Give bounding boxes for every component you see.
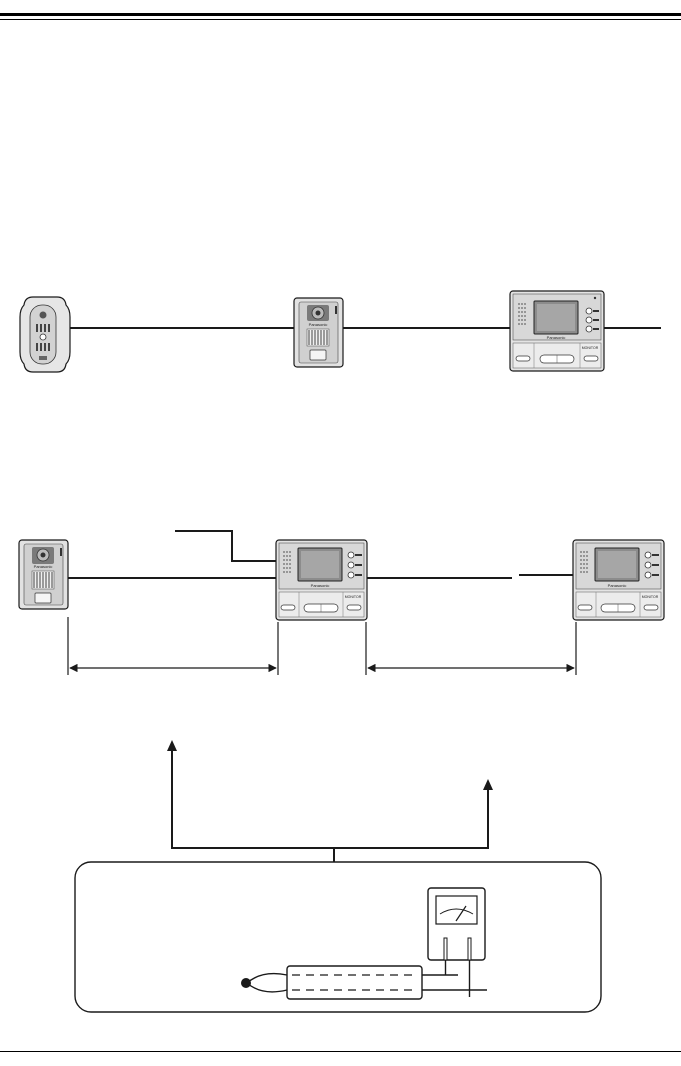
sub-monitor-button-label: MONITOR	[642, 595, 659, 599]
main-monitor-button-label: MONITOR	[582, 346, 599, 350]
sub-monitor-icon: Panasonic MONITOR	[572, 539, 665, 621]
main-monitor-icon: Panasonic MONITOR	[275, 539, 368, 621]
door-station-icon: Panasonic	[293, 297, 344, 368]
door-station-brand: Panasonic	[309, 322, 328, 327]
resistance-test-panel	[74, 861, 602, 1013]
cable-pair-icon	[241, 965, 487, 1000]
door-station-icon: Panasonic	[18, 539, 69, 610]
oval-door-station-icon	[19, 296, 71, 373]
main-monitor-brand: Panasonic	[547, 335, 566, 340]
main-monitor-brand: Panasonic	[311, 583, 330, 588]
main-monitor-button-label: MONITOR	[345, 595, 362, 599]
main-monitor-icon: Panasonic MONITOR	[509, 290, 605, 372]
callout-arrows	[167, 740, 493, 862]
header-rule	[0, 13, 681, 20]
door-station-brand: Panasonic	[34, 564, 53, 569]
row2-wiring	[68, 530, 573, 579]
distance-dimensions	[67, 617, 577, 675]
sub-monitor-brand: Panasonic	[608, 583, 627, 588]
footer-rule	[0, 1051, 681, 1052]
ohmmeter-icon	[427, 887, 486, 997]
